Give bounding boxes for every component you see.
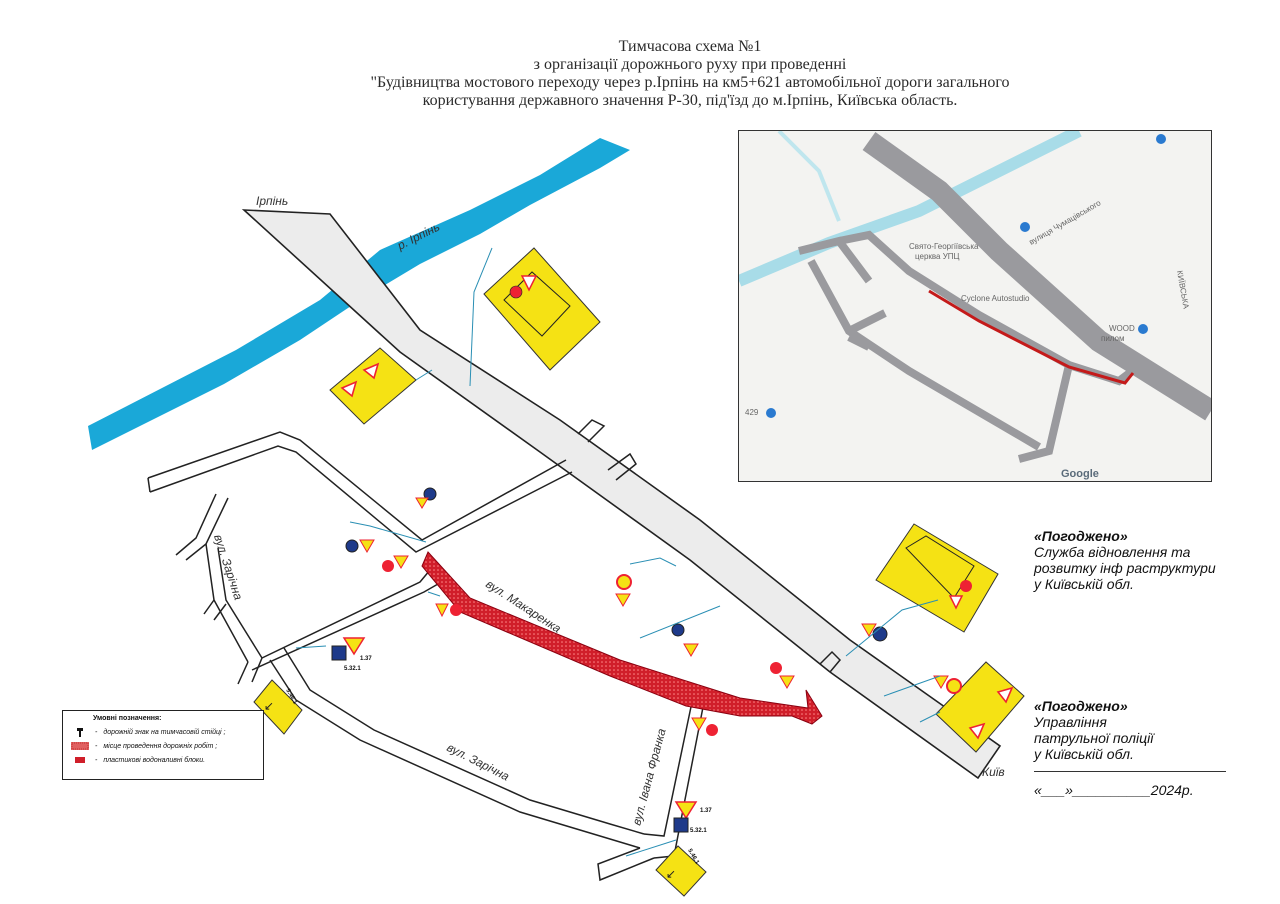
map-title: Тимчасова схема №1 з організації дорожнь… — [280, 38, 1100, 110]
sign-cluster-11 — [331, 637, 366, 661]
svg-text:↙: ↙ — [666, 867, 676, 881]
legend-title: Умовні позначення: — [93, 715, 162, 722]
sign-cluster-10 — [691, 717, 718, 736]
label-zarichna-1: вул. Зарічна — [211, 533, 245, 602]
local-roads — [147, 419, 842, 882]
inset-google-logo: Google — [1061, 468, 1099, 480]
inset-location-map: Свято-Георгіївська церква УПЦ Cyclone Au… — [738, 130, 1212, 482]
inset-label-lumber-2: пилом — [1101, 334, 1125, 343]
approval-line-2-3: у Київській обл. — [1034, 746, 1134, 762]
inset-highway — [862, 132, 1211, 421]
map-legend: Умовні позначення: - дорожній знак на ти… — [62, 710, 264, 780]
legend-item-water-blocks: - пластикові водоналивні блоки. — [69, 754, 263, 766]
roadside-signs — [331, 487, 962, 833]
svg-text:↙: ↙ — [264, 699, 274, 713]
approval-line-1-3: у Київській обл. — [1034, 576, 1134, 592]
sign-cluster-7 — [770, 662, 795, 689]
inset-map-canvas: Свято-Георгіївська церква УПЦ Cyclone Au… — [739, 131, 1211, 481]
approval-date: «___»__________2024р. — [1034, 782, 1194, 798]
info-board-north — [483, 247, 601, 371]
work-zone-makarenka — [421, 551, 823, 725]
inset-label-church-2: церква УПЦ — [915, 252, 960, 261]
inset-poi-icon-3 — [1156, 134, 1166, 144]
title-line-3: "Будівництва мостового переходу через р.… — [370, 74, 1010, 91]
main-road — [241, 209, 1002, 780]
sign-cluster-3 — [382, 555, 409, 572]
sign-code-5-32-1-a: 5.32.1 — [344, 666, 361, 672]
inset-roads — [798, 230, 1138, 463]
sign-cluster-5 — [615, 574, 632, 607]
sign-cluster-4 — [435, 603, 462, 618]
detour-board-south: ↙ — [655, 845, 707, 897]
sign-leader-lines — [295, 247, 941, 857]
approval-line-2-2: патрульної поліції — [1034, 730, 1154, 746]
work-zone-swatch-icon — [69, 742, 91, 751]
approval-block-police: «Погоджено» Управління патрульної поліці… — [1034, 698, 1153, 762]
inset-route-highlight — [928, 289, 1135, 385]
sign-cluster-9 — [933, 675, 962, 694]
inset-stream — [777, 131, 841, 222]
approval-head-2: «Погоджено» — [1034, 698, 1128, 714]
label-ivana-franka: вул. Івана Франка — [629, 727, 668, 827]
info-board-east — [875, 523, 999, 633]
temporary-sign-icon — [69, 728, 91, 737]
water-block-icon — [69, 756, 91, 765]
inset-label-autostudio: Cyclone Autostudio — [961, 294, 1030, 303]
approval-line-2-1: Управління — [1034, 714, 1107, 730]
label-irpin: Ірпінь — [256, 194, 288, 208]
inset-river — [739, 131, 1082, 287]
signature-line — [1034, 771, 1226, 772]
title-line-4: користування державного значення Р-30, п… — [422, 92, 958, 109]
inset-poi-icon-2 — [1138, 324, 1148, 334]
inset-label-bus: 429 — [745, 408, 759, 417]
title-line-1: Тимчасова схема №1 — [618, 38, 762, 55]
detour-board-west: ↙ — [253, 679, 303, 735]
legend-item-work-zone: - місце проведення дорожніх робіт ; — [69, 740, 263, 752]
sign-code-1-37-a: 1.37 — [360, 656, 372, 662]
info-board-west — [329, 347, 417, 425]
approval-line-1-1: Служба відновлення та — [1034, 544, 1191, 560]
inset-label-lumber: WOOD — [1109, 324, 1135, 333]
approval-block-infrastructure: «Погоджено» Служба відновлення та розвит… — [1034, 528, 1216, 592]
sign-cluster-6 — [671, 623, 699, 657]
approval-head-1: «Погоджено» — [1034, 528, 1128, 544]
inset-bus-stop-icon — [766, 408, 776, 418]
sign-cluster-12 — [673, 801, 698, 833]
inset-poi-icon-1 — [1020, 222, 1030, 232]
label-kyiv: Київ — [982, 765, 1005, 779]
approval-line-1-2: розвитку інф раструктури — [1034, 560, 1216, 576]
sign-cluster-2 — [345, 539, 375, 553]
sign-code-1-37-b: 1.37 — [700, 808, 712, 814]
sign-code-5-32-1-b: 5.32.1 — [690, 828, 707, 834]
inset-label-church: Свято-Георгіївська — [909, 242, 979, 251]
legend-item-sign: - дорожній знак на тимчасовій стійці ; — [69, 726, 263, 738]
title-line-2: з організації дорожнього руху при провед… — [533, 56, 847, 73]
sign-cluster-1 — [415, 487, 437, 509]
info-board-southeast — [935, 661, 1025, 753]
